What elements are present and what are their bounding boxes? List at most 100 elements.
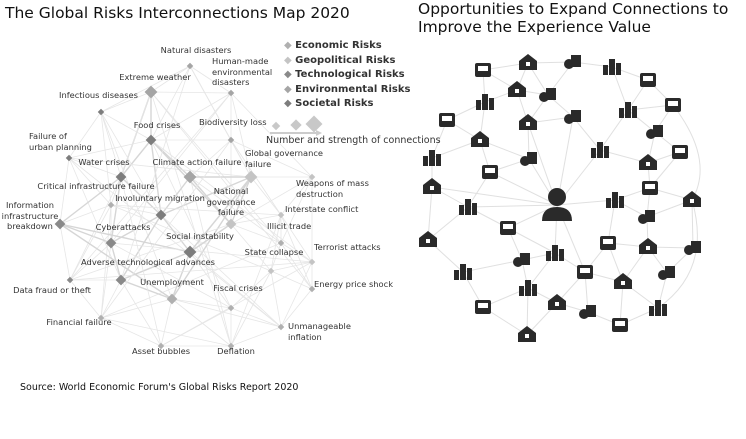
risk-node[interactable] <box>267 267 275 275</box>
airport-icon <box>454 264 472 280</box>
risk-label: Interstate conflict <box>285 204 359 214</box>
solar-wind-icon <box>564 55 581 69</box>
home-office-icon <box>423 150 441 166</box>
risk-node[interactable] <box>97 108 105 116</box>
legend-diamond-icon: ◆ <box>284 69 296 80</box>
risk-connection-line <box>150 91 232 94</box>
legend-technological: ◆ Technological Risks <box>284 69 405 80</box>
risk-node[interactable] <box>277 323 285 331</box>
risk-connection-line <box>230 214 282 225</box>
risk-connection-line <box>150 91 313 290</box>
risk-connection-line <box>280 176 313 244</box>
risk-node[interactable] <box>227 304 235 312</box>
risk-node[interactable] <box>107 201 115 209</box>
opportunity-connection-line <box>572 116 601 151</box>
risk-connection-line <box>150 91 282 244</box>
risk-node[interactable] <box>225 218 237 230</box>
risk-node[interactable] <box>227 342 235 350</box>
risk-label: Terrorist attacks <box>314 242 381 252</box>
risk-connection-line <box>150 139 162 216</box>
office-tower-icon <box>548 294 566 310</box>
risk-node[interactable] <box>97 314 105 322</box>
risk-connection-line <box>150 91 232 347</box>
risk-connection-line <box>160 176 191 216</box>
risk-node[interactable] <box>227 89 235 97</box>
risk-node[interactable] <box>308 285 316 293</box>
risk-connection-line <box>100 111 152 141</box>
risk-label: Social instability <box>166 231 234 241</box>
risk-node[interactable] <box>183 170 197 184</box>
risk-connection-line <box>59 157 70 225</box>
drone-icon <box>519 54 537 70</box>
clothes-icon <box>579 305 596 319</box>
risk-connection-line <box>69 176 122 281</box>
legend-geopolitical: ◆ Geopolitical Risks <box>284 55 396 66</box>
risk-node[interactable] <box>65 154 73 162</box>
risk-connection-line <box>68 157 252 178</box>
risk-connection-line <box>150 65 191 93</box>
risk-node[interactable] <box>277 211 285 219</box>
risk-label: Infectious diseases <box>59 90 138 100</box>
office-buildings-icon <box>423 178 441 194</box>
risk-connection-line <box>171 298 232 347</box>
risk-node[interactable] <box>277 239 285 247</box>
control-panel-icon <box>672 145 688 159</box>
wearable-icon <box>646 125 663 139</box>
risk-connection-line <box>100 317 232 347</box>
risk-connection-line <box>68 139 152 159</box>
risk-connection-line <box>160 298 173 347</box>
risk-node[interactable] <box>157 342 165 350</box>
crowd-icon <box>475 300 491 314</box>
risk-node[interactable] <box>66 276 74 284</box>
risk-label: Involuntary migration <box>115 193 205 203</box>
risk-connection-line <box>280 176 313 216</box>
risk-node[interactable] <box>115 171 127 183</box>
risk-connection-line <box>110 204 282 216</box>
risk-connection-line <box>59 176 122 225</box>
connections-legend-label: Number and strength of connections <box>266 135 441 146</box>
brain-ai-icon <box>683 191 701 207</box>
risk-label: Biodiversity loss <box>199 117 267 127</box>
risk-connection-line <box>100 204 112 319</box>
risk-connection-line <box>230 92 313 178</box>
risk-label: Climate action failure <box>152 157 242 167</box>
risk-connection-line <box>230 270 272 309</box>
water-tap-icon <box>603 59 621 75</box>
risk-connection-line <box>160 261 313 347</box>
risk-connection-line <box>250 176 282 216</box>
risk-node[interactable] <box>155 209 167 221</box>
risk-node[interactable] <box>145 134 157 146</box>
risk-node[interactable] <box>105 237 117 249</box>
risk-node[interactable] <box>244 170 258 184</box>
risk-node[interactable] <box>227 136 235 144</box>
risk-connection-line <box>230 223 282 244</box>
risk-connection-line <box>270 270 282 328</box>
traveler-icon <box>519 280 537 296</box>
risk-connection-line <box>160 214 191 253</box>
risk-connection-line <box>110 214 162 244</box>
legend-diamond-icon: ◆ <box>284 84 296 95</box>
camera-icon <box>600 236 616 250</box>
risk-connection-line <box>280 242 313 290</box>
risk-connection-line <box>100 279 122 319</box>
monitor-icon <box>639 238 657 254</box>
mountains-icon <box>475 63 491 77</box>
flood-icon <box>419 231 437 247</box>
risk-connection-line <box>189 223 232 253</box>
risk-connection-line <box>100 65 191 113</box>
risk-label: Food crises <box>133 120 181 130</box>
risk-node[interactable] <box>308 258 316 266</box>
opportunity-connection-line <box>462 259 523 273</box>
risk-node[interactable] <box>308 173 316 181</box>
risk-connection-line <box>230 223 272 272</box>
legend-societal: ◆ Societal Risks <box>284 98 374 109</box>
legend-diamond-icon: ◆ <box>284 98 296 109</box>
risk-connection-line <box>189 176 252 253</box>
risk-label: Extreme weather <box>119 72 191 82</box>
risk-node[interactable] <box>166 293 178 305</box>
risk-node[interactable] <box>144 85 158 99</box>
risk-node[interactable] <box>183 245 197 259</box>
